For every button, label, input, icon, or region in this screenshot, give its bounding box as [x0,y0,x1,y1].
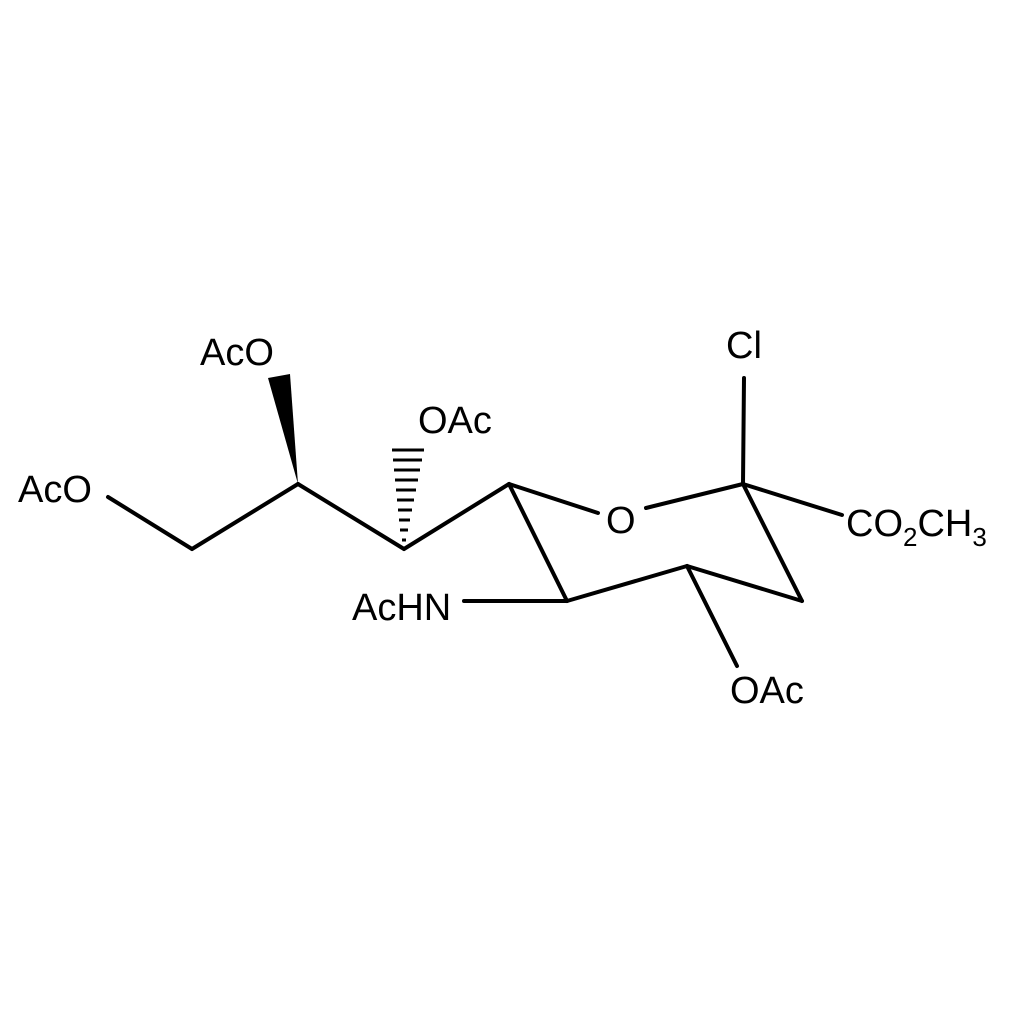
label-acetoxy-upper: AcO [200,332,274,374]
label-acetoxy-hashed: OAc [418,400,492,442]
ester-prefix: CO [846,503,903,545]
bond-c2-to-ester [741,482,844,517]
label-ring-oxygen: O [606,500,636,542]
bond-c7-to-c6 [402,482,511,551]
bond-c2-to-c3 [741,482,804,603]
bond-ring-o-to-c2 [644,482,745,510]
bond-terminal-o-to-ch2 [106,495,194,551]
bond-c8-to-c7 [296,482,406,551]
bond-c4-to-oac [685,564,739,668]
bond-c4-to-c5 [565,564,689,603]
ester-subscript: 2 [903,522,917,552]
bond-c2-to-cl [741,376,746,486]
hashed-bond-c7-oac [392,448,424,542]
label-acetoxy-terminal: AcO [18,469,92,511]
wedge-bond-c8-oac [268,374,298,484]
bond-c6-to-ring-o [507,482,600,515]
bond-c5-to-c6 [507,482,569,603]
label-acetoxy-ring: OAc [730,670,804,712]
label-methyl-ester: CO2CH3 [846,503,987,552]
label-chloro: Cl [726,325,762,367]
label-acetamido: AcHN [352,587,451,629]
bond-ch2-to-c8 [190,482,300,551]
bond-c3-to-c4 [685,564,804,603]
ester-subscript-2: 3 [972,522,986,552]
ester-suffix: CH [917,503,972,545]
